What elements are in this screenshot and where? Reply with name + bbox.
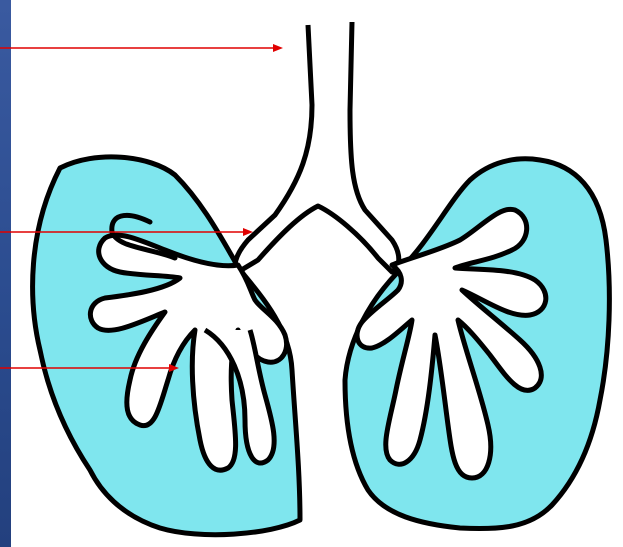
trachea (235, 22, 399, 272)
pointer-trachea (0, 44, 283, 52)
